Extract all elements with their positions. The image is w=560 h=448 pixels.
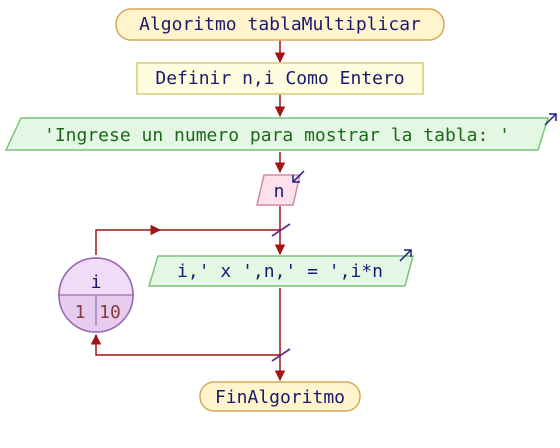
input-arrow-icon bbox=[292, 170, 305, 183]
loop-entry-marker bbox=[271, 223, 291, 237]
output-row-label: i,' x ',n,' = ',i*n bbox=[177, 261, 383, 282]
start-terminal[interactable]: Algoritmo tablaMultiplicar bbox=[115, 8, 445, 41]
output-arrow-icon bbox=[544, 113, 557, 126]
flow-loop-return bbox=[90, 333, 280, 356]
end-label: FinAlgoritmo bbox=[215, 387, 345, 408]
loop-exit-marker bbox=[271, 348, 291, 362]
input-label: n bbox=[274, 181, 285, 202]
flow-lines bbox=[90, 40, 286, 382]
loop-from: 1 bbox=[75, 302, 86, 323]
for-loop-node[interactable]: i 1 10 bbox=[58, 257, 134, 333]
define-label: Definir n,i Como Entero bbox=[155, 68, 404, 89]
input-node[interactable]: n bbox=[256, 170, 305, 206]
define-process[interactable]: Definir n,i Como Entero bbox=[136, 62, 424, 95]
flow-loop-entry bbox=[95, 229, 280, 255]
loop-variable: i bbox=[91, 272, 102, 293]
output-row[interactable]: i,' x ',n,' = ',i*n bbox=[147, 249, 414, 287]
start-label: Algoritmo tablaMultiplicar bbox=[139, 14, 421, 35]
output-row-arrow-icon bbox=[399, 249, 412, 262]
end-terminal[interactable]: FinAlgoritmo bbox=[199, 381, 361, 412]
output-prompt-label: 'Ingrese un numero para mostrar la tabla… bbox=[44, 125, 510, 146]
loop-to: 10 bbox=[99, 302, 121, 323]
output-prompt[interactable]: 'Ingrese un numero para mostrar la tabla… bbox=[4, 113, 557, 151]
